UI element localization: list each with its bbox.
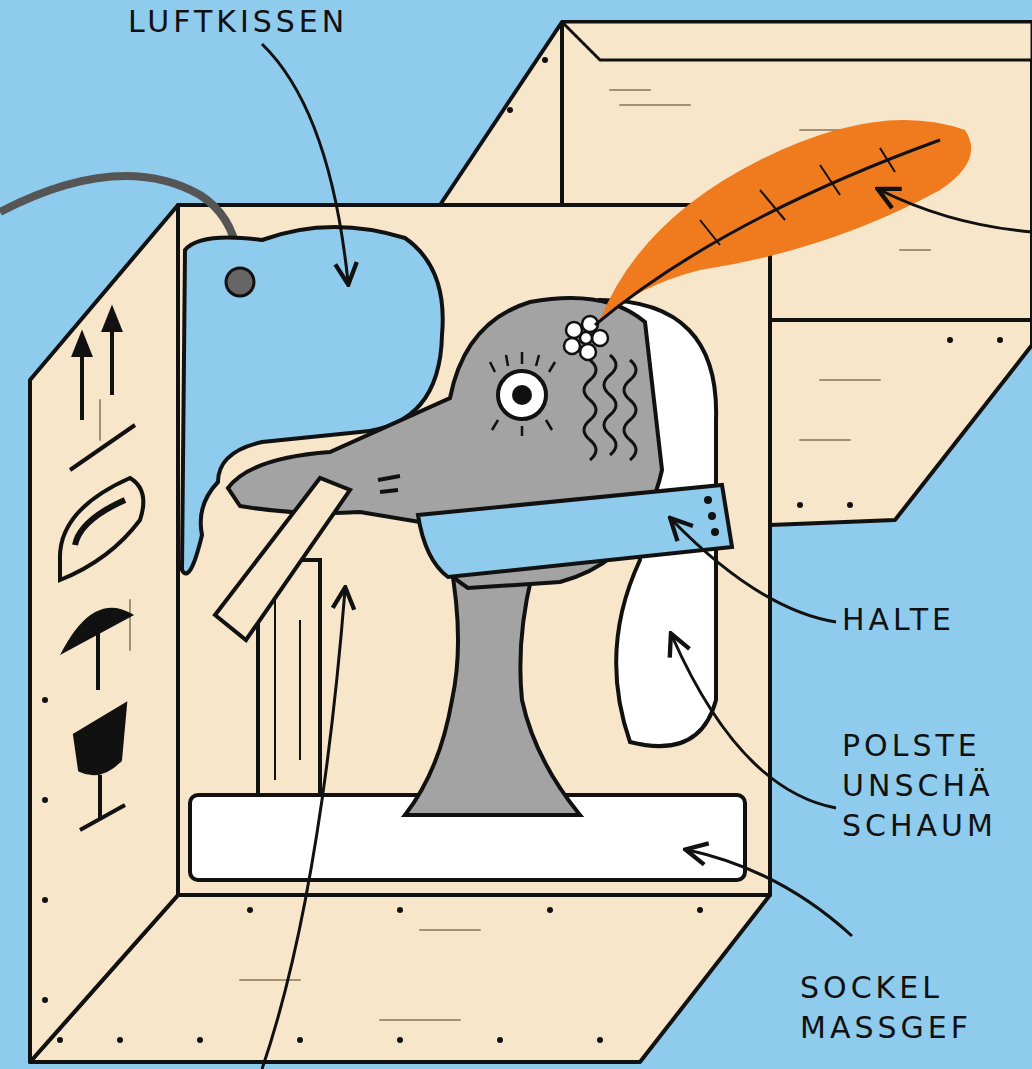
- nail: [42, 697, 48, 703]
- nail: [847, 502, 853, 508]
- crate-left-panel: [30, 205, 178, 1062]
- this-way-up-arrow: [80, 350, 84, 420]
- nail: [57, 1037, 63, 1043]
- this-way-up-arrow: [110, 325, 114, 395]
- leader-line: [672, 636, 836, 808]
- bust-neck: [405, 560, 580, 815]
- crate-edge: [560, 22, 564, 205]
- leader-line: [262, 590, 345, 1069]
- pupil: [514, 387, 530, 403]
- nail: [397, 907, 403, 913]
- nail: [42, 997, 48, 1003]
- petal: [592, 330, 608, 346]
- grain-line: [274, 600, 276, 780]
- leader-line: [262, 44, 348, 282]
- eye: [498, 371, 546, 419]
- grain-line: [299, 620, 301, 760]
- strap-holes: [704, 496, 719, 536]
- nail: [947, 337, 953, 343]
- leader-lines: [262, 44, 1032, 1069]
- part-label: HALTE: [842, 600, 955, 640]
- petal: [580, 344, 596, 360]
- nail: [507, 107, 513, 113]
- grain-line: [820, 379, 880, 381]
- nail: [697, 907, 703, 913]
- crate-lid-edge: [562, 22, 1032, 60]
- grain-line: [420, 929, 480, 931]
- nail: [997, 337, 1003, 343]
- flower-centre: [580, 332, 592, 344]
- leader-line: [672, 520, 836, 622]
- strap-hole: [711, 528, 719, 536]
- hair-waves: [584, 355, 636, 460]
- nail: [247, 907, 253, 913]
- nail: [42, 897, 48, 903]
- handle-symbol: [60, 478, 143, 580]
- bar-symbol: [70, 425, 135, 470]
- part-label: LUFTKISSEN: [128, 2, 348, 42]
- handle-grip: [75, 500, 125, 545]
- nail: [597, 1037, 603, 1043]
- nail: [797, 502, 803, 508]
- umbrella-handle: [96, 625, 100, 690]
- grain-line: [129, 600, 131, 650]
- grain-line: [99, 400, 101, 440]
- nail: [297, 1037, 303, 1043]
- handling-symbols: [60, 310, 143, 830]
- arrow-tip: [74, 335, 90, 355]
- grain-line: [610, 89, 650, 91]
- strap-hole: [708, 512, 716, 520]
- leader-line: [688, 850, 852, 936]
- support-bar: [215, 478, 350, 640]
- grain-line: [620, 104, 690, 106]
- grain-line: [380, 1019, 460, 1021]
- part-label: SOCKEL MASSGEF: [800, 968, 972, 1048]
- nostril: [378, 476, 400, 492]
- nail: [542, 57, 548, 63]
- nail: [197, 1037, 203, 1043]
- grain-line: [900, 249, 930, 251]
- feather-barbs: [700, 148, 895, 245]
- crate-right-flap: [770, 320, 1032, 525]
- crate: [30, 22, 1032, 1062]
- grain-line: [800, 439, 850, 441]
- strap-hole: [704, 496, 712, 504]
- petal: [564, 338, 580, 354]
- leader-line: [880, 190, 1032, 232]
- nail-dots: [42, 57, 1003, 1043]
- eyelashes: [490, 352, 555, 436]
- air-valve: [226, 268, 254, 296]
- arrow-tip: [104, 310, 120, 330]
- nail: [117, 1037, 123, 1043]
- nail: [547, 907, 553, 913]
- feather-shaft: [595, 140, 940, 325]
- hair-flower: [564, 316, 608, 360]
- glass-foot: [80, 805, 125, 830]
- glass-symbol: [75, 705, 125, 773]
- nail: [497, 1037, 503, 1043]
- grain-line: [240, 979, 300, 981]
- glass-stem: [98, 775, 102, 820]
- nail: [42, 797, 48, 803]
- nail: [397, 1037, 403, 1043]
- crate-back-wall: [178, 205, 770, 895]
- part-label: POLSTE UNSCHÄ SCHAUM: [842, 726, 997, 846]
